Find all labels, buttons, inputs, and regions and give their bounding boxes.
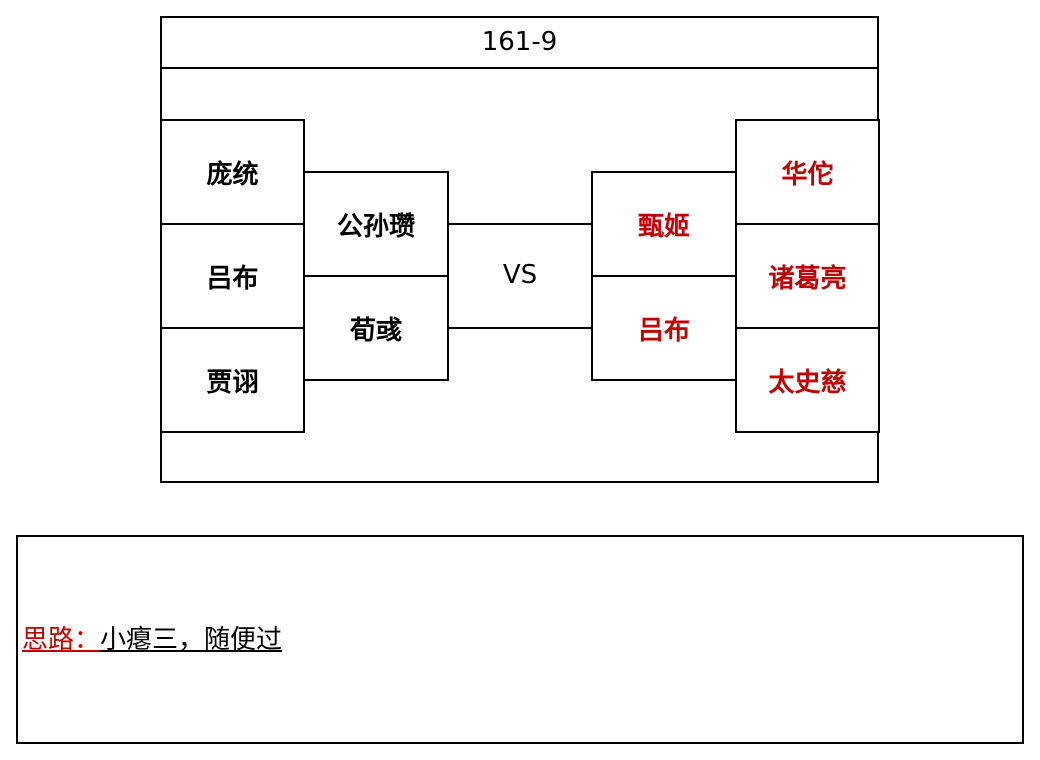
versus-label: VS	[502, 260, 538, 290]
right-inner-card-2: 吕布	[591, 275, 737, 381]
left-outer-card-2: 吕布	[160, 223, 305, 329]
right-outer-card-1: 华佗	[735, 119, 880, 225]
note-label: 思路：	[22, 625, 101, 655]
left-outer-card-1: 庞统	[160, 119, 305, 225]
diagram-title: 161-9	[160, 16, 879, 69]
note-box	[16, 535, 1024, 744]
left-inner-card-2: 荀彧	[303, 275, 449, 381]
left-inner-card-1: 公孙瓒	[303, 171, 449, 277]
right-outer-card-2: 诸葛亮	[735, 223, 880, 329]
connector-line-left-bottom	[447, 327, 593, 329]
note-line: 思路：小瘪三，随便过	[22, 620, 282, 660]
note-text: 小瘪三，随便过	[100, 625, 283, 655]
left-outer-card-3: 贾诩	[160, 327, 305, 433]
right-outer-card-3: 太史慈	[735, 327, 880, 433]
connector-line-left-top	[447, 223, 593, 225]
right-inner-card-1: 甄姬	[591, 171, 737, 277]
